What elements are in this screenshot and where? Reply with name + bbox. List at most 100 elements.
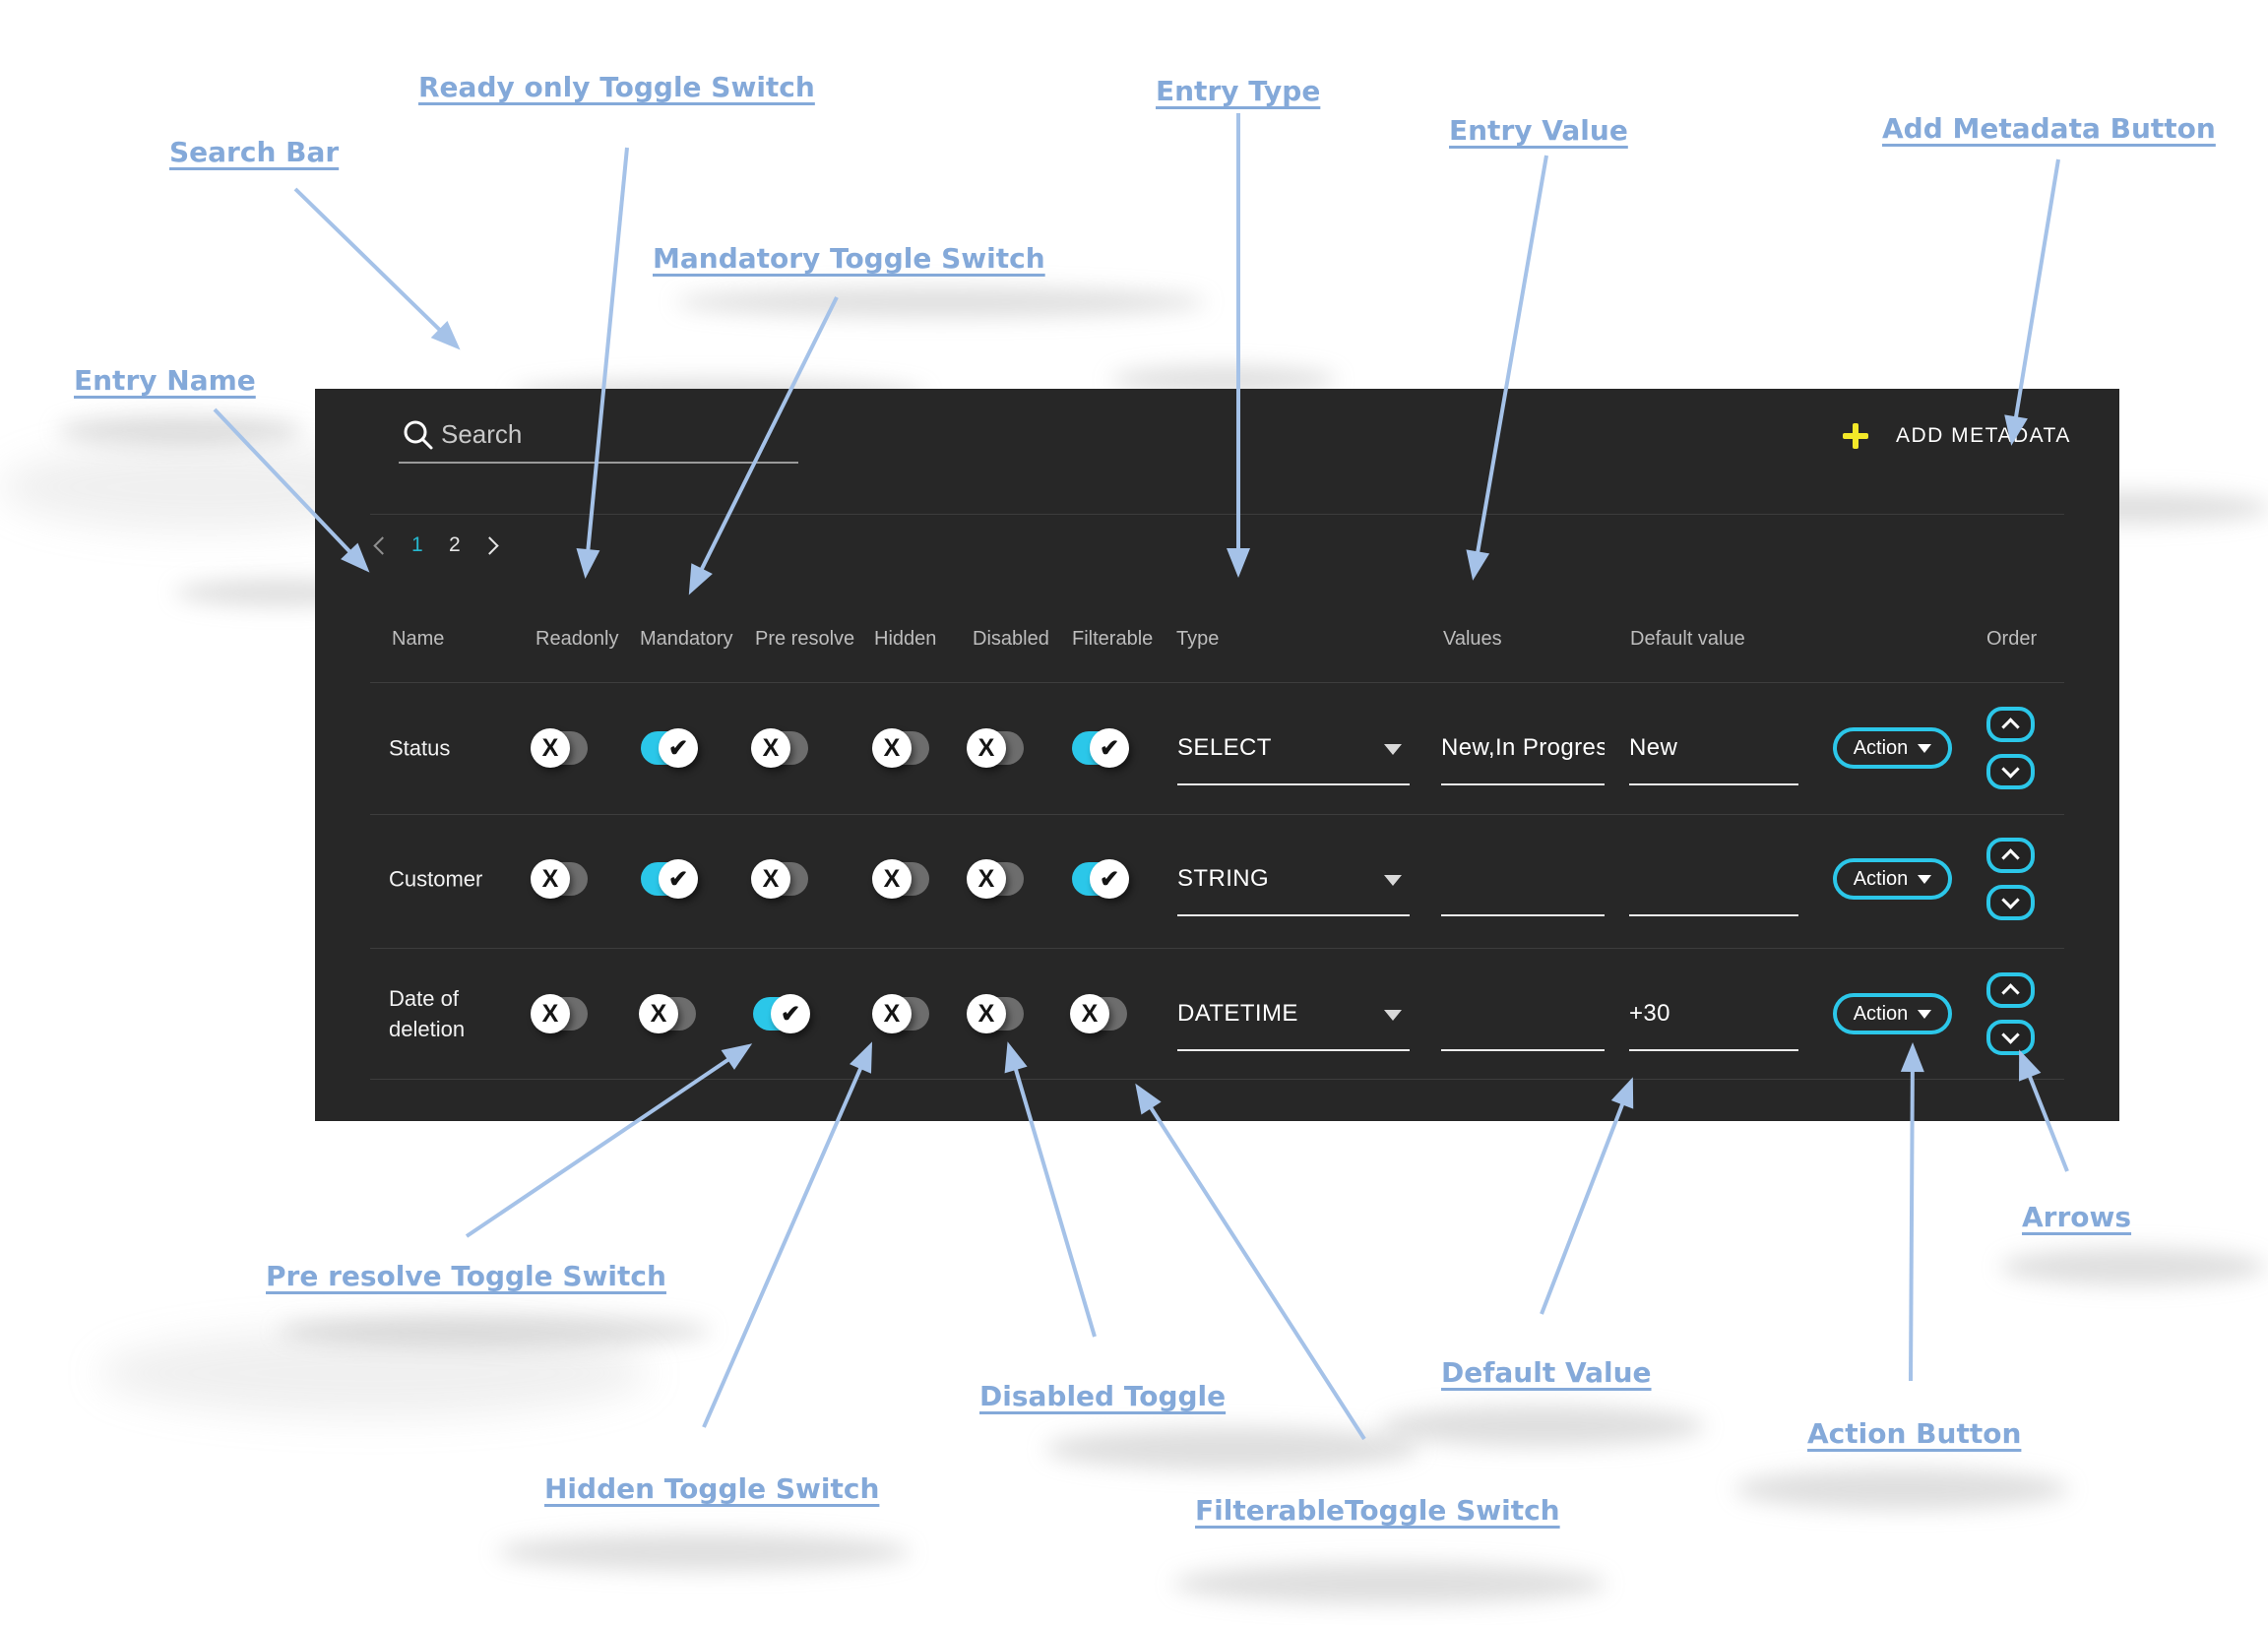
action-button[interactable]: Action (1833, 727, 1952, 769)
page-number-1[interactable]: 1 (411, 533, 423, 556)
type-select[interactable]: SELECT (1177, 711, 1410, 785)
annotation-search-bar: Search Bar (169, 136, 340, 168)
annotation-arrows: Arrows (2022, 1201, 2132, 1233)
hidden-toggle[interactable]: X✔ (872, 728, 929, 768)
disabled-toggle[interactable]: X✔ (967, 728, 1024, 768)
chevron-down-icon (1384, 875, 1402, 886)
default-value-field[interactable]: New (1629, 711, 1798, 785)
disabled-toggle[interactable]: X✔ (967, 994, 1024, 1033)
move-up-button[interactable] (1986, 707, 2035, 742)
values-field[interactable] (1441, 842, 1605, 916)
column-header-readonly: Readonly (536, 628, 619, 650)
column-header-default-value: Default value (1630, 628, 1745, 650)
annotation-ready-only: Ready only Toggle Switch (418, 71, 815, 103)
annotation-action-button: Action Button (1807, 1417, 2022, 1450)
search-input[interactable] (441, 412, 776, 456)
type-select[interactable]: DATETIME (1177, 976, 1410, 1051)
mandatory-toggle[interactable]: X✔ (641, 728, 698, 768)
annotation-entry-type: Entry Type (1156, 75, 1321, 107)
chevron-down-icon (2001, 760, 2020, 779)
search-underline (399, 462, 798, 464)
annotation-disabled: Disabled Toggle (979, 1380, 1227, 1412)
prev-page-button[interactable] (373, 536, 392, 555)
column-header-mandatory: Mandatory (640, 628, 733, 650)
column-header-type: Type (1176, 628, 1220, 650)
table-row: Status X✔ X✔ X✔ X✔ X✔ X✔ SELECT New,In P… (315, 679, 2119, 817)
row-name: Status (389, 735, 451, 761)
divider (370, 814, 2064, 815)
annotation-hidden: Hidden Toggle Switch (544, 1472, 880, 1505)
add-metadata-button[interactable]: ADD METADATA (1843, 410, 2071, 462)
divider (370, 948, 2064, 949)
annotation-add-metadata: Add Metadata Button (1882, 112, 2216, 145)
chevron-down-icon (2001, 891, 2020, 909)
table-row: Customer X✔ X✔ X✔ X✔ X✔ X✔ STRING Action (315, 810, 2119, 948)
chevron-down-icon (1918, 1009, 1932, 1019)
readonly-toggle[interactable]: X✔ (531, 728, 588, 768)
hidden-toggle[interactable]: X✔ (872, 859, 929, 899)
annotation-pre-resolve: Pre resolve Toggle Switch (266, 1260, 666, 1292)
default-value-field[interactable] (1629, 842, 1798, 916)
plus-icon (1843, 423, 1868, 449)
shadow-blob (98, 1329, 650, 1417)
annotation-mandatory: Mandatory Toggle Switch (653, 242, 1045, 275)
annotation-filterable: FilterableToggle Switch (1195, 1494, 1560, 1527)
next-page-button[interactable] (480, 536, 499, 555)
column-header-hidden: Hidden (874, 628, 937, 650)
page-number-2[interactable]: 2 (449, 533, 461, 556)
move-down-button[interactable] (1986, 1020, 2035, 1055)
shadow-blob (1045, 1427, 1419, 1470)
shadow-blob (57, 415, 303, 445)
chevron-up-icon (2001, 983, 2020, 1002)
shadow-blob (1380, 1406, 1705, 1447)
shadow-blob (1173, 1563, 1606, 1604)
move-up-button[interactable] (1986, 838, 2035, 873)
divider (370, 514, 2064, 515)
row-name: Date of deletion (389, 986, 466, 1041)
chevron-up-icon (2001, 718, 2020, 736)
move-down-button[interactable] (1986, 885, 2035, 920)
action-button[interactable]: Action (1833, 858, 1952, 900)
chevron-down-icon (1918, 743, 1932, 753)
move-down-button[interactable] (1986, 754, 2035, 789)
shadow-blob (497, 1533, 911, 1571)
pre-resolve-toggle[interactable]: X✔ (751, 728, 808, 768)
readonly-toggle[interactable]: X✔ (531, 994, 588, 1033)
table-row: Date of deletion X✔ X✔ X✔ X✔ X✔ X✔ DATET… (315, 945, 2119, 1083)
divider (370, 682, 2064, 683)
column-header-name: Name (392, 628, 445, 650)
add-metadata-label: ADD METADATA (1896, 424, 2071, 447)
pre-resolve-toggle[interactable]: X✔ (751, 859, 808, 899)
annotation-entry-value: Entry Value (1449, 114, 1628, 147)
chevron-down-icon (2001, 1026, 2020, 1044)
column-header-pre-resolve: Pre resolve (755, 628, 855, 650)
column-header-values: Values (1443, 628, 1502, 650)
filterable-toggle[interactable]: X✔ (1072, 859, 1129, 899)
disabled-toggle[interactable]: X✔ (967, 859, 1024, 899)
readonly-toggle[interactable]: X✔ (531, 859, 588, 899)
type-select[interactable]: STRING (1177, 842, 1410, 916)
arrow-search-bar (293, 187, 461, 350)
filterable-toggle[interactable]: X✔ (1072, 728, 1129, 768)
annotation-entry-name: Entry Name (74, 364, 256, 397)
values-field[interactable]: New,In Progres (1441, 711, 1605, 785)
row-name: Customer (389, 866, 483, 892)
chevron-down-icon (1918, 874, 1932, 884)
chevron-up-icon (2001, 848, 2020, 867)
column-header-order: Order (1986, 628, 2038, 650)
metadata-panel: ADD METADATA 1 2 Name Readonly Mandatory… (315, 389, 2119, 1121)
mandatory-toggle[interactable]: X✔ (641, 859, 698, 899)
mandatory-toggle[interactable]: X✔ (639, 994, 696, 1033)
hidden-toggle[interactable]: X✔ (872, 994, 929, 1033)
shadow-blob (1734, 1469, 2069, 1510)
action-button[interactable]: Action (1833, 993, 1952, 1034)
pre-resolve-toggle[interactable]: X✔ (753, 994, 810, 1033)
filterable-toggle[interactable]: X✔ (1070, 994, 1127, 1033)
move-up-button[interactable] (1986, 972, 2035, 1008)
column-header-disabled: Disabled (973, 628, 1049, 650)
values-field[interactable] (1441, 976, 1605, 1051)
shadow-blob (675, 287, 1207, 317)
shadow-blob (278, 1314, 711, 1347)
default-value-field[interactable]: +30 (1629, 976, 1798, 1051)
